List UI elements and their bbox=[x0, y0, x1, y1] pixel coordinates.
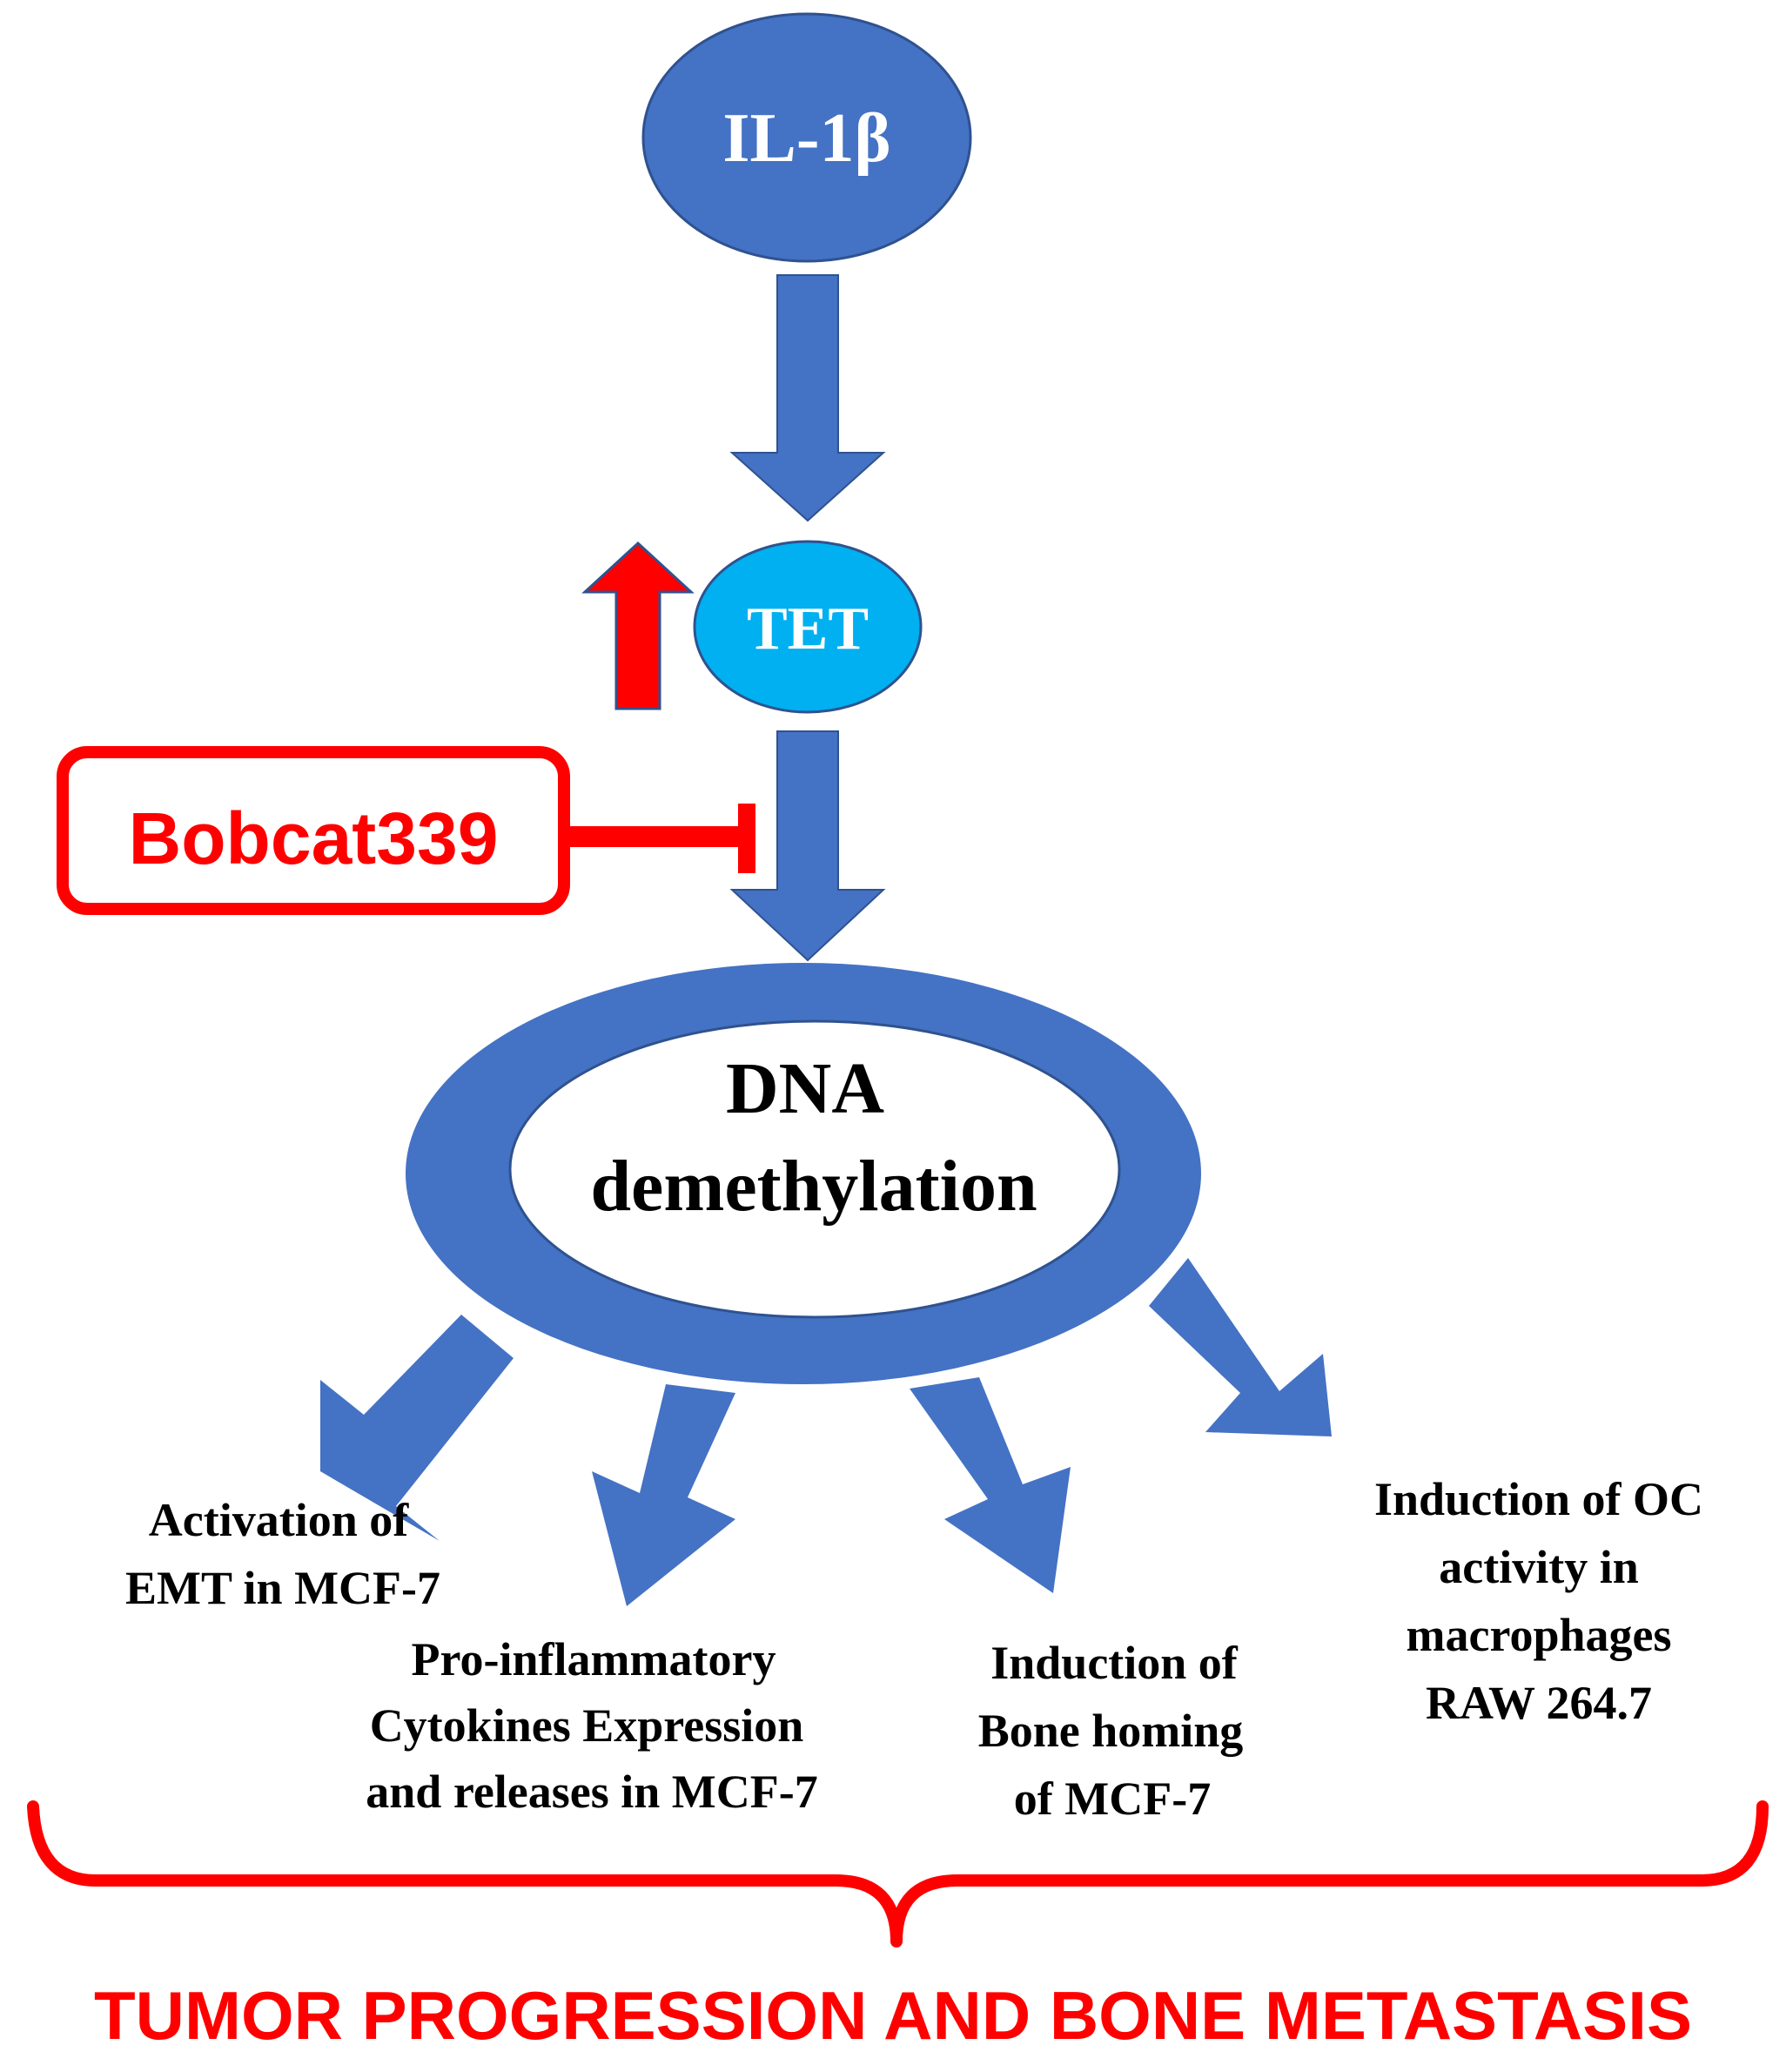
oc-line4: RAW 264.7 bbox=[1426, 1677, 1652, 1729]
arrow-to-emt bbox=[320, 1315, 514, 1541]
outcome-oc-activity: Induction of OC activity in macrophages … bbox=[1374, 1473, 1703, 1729]
dna-label-line1: DNA bbox=[726, 1048, 884, 1129]
arrow-to-cytokines bbox=[592, 1384, 735, 1606]
oc-line2: activity in bbox=[1439, 1541, 1638, 1593]
t-bar-inhibition-icon bbox=[564, 804, 755, 873]
oc-line3: macrophages bbox=[1407, 1609, 1672, 1661]
outcome-emt: Activation of EMT in MCF-7 bbox=[125, 1494, 440, 1614]
outcome-bone-homing: Induction of Bone homing of MCF-7 bbox=[978, 1637, 1244, 1825]
cytokines-line3: and releases in MCF-7 bbox=[366, 1766, 817, 1818]
il1b-node: IL-1β bbox=[641, 12, 972, 263]
arrow-to-oc-activity bbox=[1149, 1258, 1332, 1436]
emt-line2: EMT in MCF-7 bbox=[125, 1562, 440, 1614]
up-arrow-icon bbox=[581, 541, 695, 710]
cytokines-line1: Pro-inflammatory bbox=[412, 1633, 776, 1685]
oc-line1: Induction of OC bbox=[1374, 1473, 1703, 1525]
arrow-tet-to-dna bbox=[729, 730, 886, 962]
dna-label-line2: demethylation bbox=[590, 1146, 1037, 1227]
bone-homing-line2: Bone homing bbox=[978, 1705, 1244, 1757]
outcome-cytokines: Pro-inflammatory Cytokines Expression an… bbox=[366, 1633, 817, 1818]
summary-bracket bbox=[27, 1800, 1769, 1948]
bone-homing-line3: of MCF-7 bbox=[1014, 1773, 1211, 1825]
arrow-il1b-to-tet bbox=[729, 274, 886, 522]
dna-demethylation-node: DNA demethylation bbox=[406, 963, 1201, 1384]
emt-line1: Activation of bbox=[149, 1494, 409, 1546]
bone-homing-line1: Induction of bbox=[990, 1637, 1239, 1689]
tet-node: TET bbox=[693, 540, 923, 714]
arrow-to-bone-homing bbox=[910, 1377, 1071, 1593]
conclusion-text: TUMOR PROGRESSION AND BONE METASTASIS bbox=[94, 1977, 1692, 2054]
tet-label: TET bbox=[747, 595, 869, 663]
il1b-label: IL-1β bbox=[722, 100, 890, 177]
cytokines-line2: Cytokines Expression bbox=[370, 1699, 804, 1752]
bobcat339-inhibitor: Bobcat339 bbox=[57, 746, 570, 915]
bobcat339-label: Bobcat339 bbox=[129, 797, 499, 879]
